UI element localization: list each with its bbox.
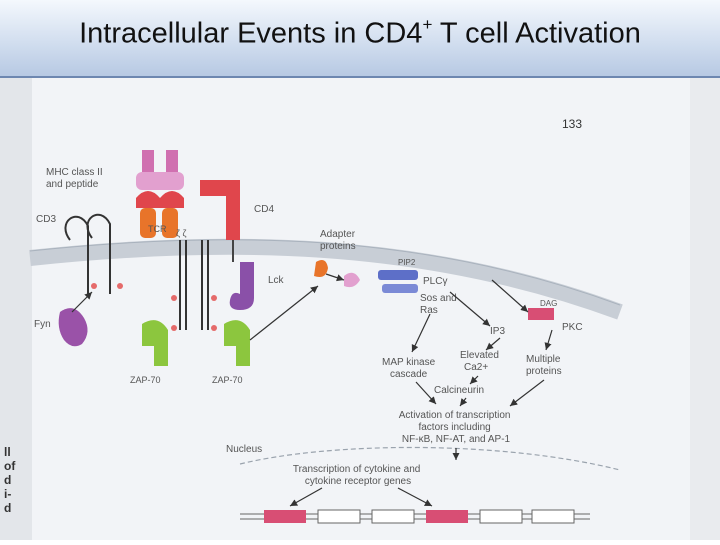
title-prefix: Intracellular Events in CD4	[79, 17, 423, 50]
map-activation-arrow	[415, 381, 437, 405]
calcineurin-activation-arrow	[459, 397, 468, 407]
gene-exon	[426, 510, 468, 523]
page-number: 133	[562, 117, 582, 131]
cd3-chains	[64, 213, 111, 296]
sos-label: Sos and Ras	[420, 293, 459, 316]
ip3-label: IP3	[490, 326, 505, 337]
page-right-edge	[690, 78, 720, 540]
tcr-label: TCR	[148, 224, 167, 234]
tcr-complex	[136, 191, 184, 238]
calcineurin-label: Calcineurin	[434, 385, 484, 396]
fyn-arrow	[71, 291, 93, 313]
margin-text-fragments: ll of d i- d	[4, 445, 16, 515]
sos-ras-complex	[382, 284, 418, 293]
dna-strand	[240, 509, 590, 524]
signaling-diagram: 133 MHC class II and peptide TCR CD4 CD3…	[0, 78, 720, 540]
dag-label: DAG	[540, 299, 557, 308]
calcium-calcineurin-arrow	[469, 375, 479, 385]
zap70-right	[224, 320, 250, 366]
adapter-plc-arrow	[325, 273, 345, 282]
svg-text:d: d	[4, 473, 11, 487]
nucleus-label: Nucleus	[226, 444, 262, 455]
dag-arrow	[491, 279, 529, 313]
gene-segment	[371, 509, 415, 524]
proteins-activation-arrow	[509, 379, 545, 407]
pkc-label: PKC	[562, 322, 583, 333]
pip2-substrate	[344, 272, 360, 288]
transcription-arrow-right	[397, 487, 433, 507]
adapter-label: Adapter proteins	[320, 229, 358, 252]
zeta-label: ζ ζ	[176, 228, 186, 238]
ras-map-arrow	[411, 313, 431, 353]
slide-title-bar: Intracellular Events in CD4+ T cell Acti…	[0, 0, 720, 78]
map-kinase-label: MAP kinase cascade	[382, 357, 438, 380]
page-binding-shadow	[0, 78, 32, 540]
zap70-left-label: ZAP-70	[130, 375, 161, 385]
title-superscript: +	[422, 15, 433, 34]
slide-title: Intracellular Events in CD4+ T cell Acti…	[0, 15, 720, 51]
cd4-label: CD4	[254, 204, 274, 215]
gene-exon	[264, 510, 306, 523]
ip3-calcium-arrow	[485, 337, 501, 351]
cd3-label: CD3	[36, 214, 56, 225]
pkc-proteins-arrow	[544, 329, 553, 351]
cd4-coreceptor	[200, 180, 240, 240]
gene-segment	[317, 509, 361, 524]
gene-segment	[531, 509, 575, 524]
transcription-arrow-left	[289, 487, 323, 507]
pkc-enzyme	[528, 308, 554, 320]
plc-label: PLCγ	[423, 276, 447, 287]
svg-text:of: of	[4, 459, 16, 473]
fyn-kinase	[58, 308, 88, 347]
mhc-label: MHC class II and peptide	[46, 167, 105, 190]
nuclear-envelope	[239, 446, 621, 471]
zap-adapter-arrow	[249, 285, 319, 341]
activation-label: Activation of transcription factors incl…	[399, 410, 514, 445]
zeta-chains	[179, 240, 209, 330]
ip3-arrow	[449, 291, 491, 327]
title-suffix: T cell Activation	[432, 17, 641, 50]
pip2-label: PIP2	[398, 258, 416, 267]
gene-segment	[479, 509, 523, 524]
plc-gamma-enzyme	[378, 270, 418, 280]
svg-text:d: d	[4, 501, 11, 515]
zap70-right-label: ZAP-70	[212, 375, 243, 385]
mhc-class-ii-molecule	[136, 150, 184, 190]
svg-text:i-: i-	[4, 487, 11, 501]
zap70-left	[142, 320, 168, 366]
adapter-protein	[314, 260, 328, 277]
lck-label: Lck	[268, 275, 285, 286]
elevated-calcium-label: Elevated Ca2+	[460, 350, 502, 373]
transcription-label: Transcription of cytokine and cytokine r…	[293, 464, 423, 487]
textbook-figure-scan: 133 MHC class II and peptide TCR CD4 CD3…	[0, 78, 720, 540]
lck-kinase	[229, 262, 254, 310]
fyn-label: Fyn	[34, 319, 51, 330]
multiple-proteins-label: Multiple proteins	[526, 354, 563, 377]
svg-text:ll: ll	[4, 445, 11, 459]
itam-motifs	[91, 283, 217, 331]
